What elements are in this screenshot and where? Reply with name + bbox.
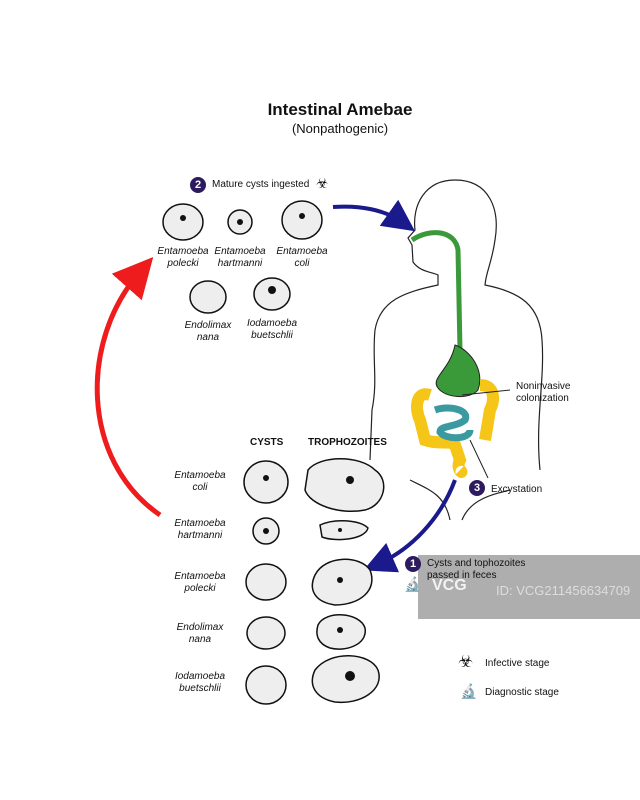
step-3-label: Excystation xyxy=(491,484,543,495)
colon xyxy=(411,379,499,478)
cyst-coli xyxy=(243,460,289,504)
page-subtitle: (Nonpathogenic) xyxy=(291,121,389,136)
step-2-label: Mature cysts ingested xyxy=(212,179,310,190)
cysts-header: CYSTS xyxy=(250,437,284,448)
trophozoites-header: TROPHOZOITES xyxy=(308,437,387,448)
trophozoite-coli xyxy=(304,458,385,512)
stomach xyxy=(435,344,481,397)
cyst-nana-top xyxy=(189,280,227,314)
watermark-brand: VCG xyxy=(432,577,467,594)
cyst-polecki-top xyxy=(162,203,204,241)
legend-infective: Infective stage xyxy=(485,658,550,669)
esophagus xyxy=(410,230,463,351)
trophozoite-polecki xyxy=(311,558,373,606)
cyst-nana xyxy=(246,616,286,650)
microscope-icon: 🔬 xyxy=(404,576,422,592)
watermark: VCG ID: VCG211456634709 xyxy=(418,555,640,619)
step-1-badge: 1 xyxy=(405,556,421,572)
biohazard-icon: ☣ xyxy=(316,175,329,191)
biohazard-icon: ☣ xyxy=(458,652,474,671)
microscope-icon: 🔬 xyxy=(460,683,478,699)
trophozoite-hartmanni xyxy=(319,520,369,541)
human-body-outline xyxy=(369,179,544,521)
arrow-cycle xyxy=(94,256,162,518)
arrow-passed xyxy=(363,479,457,573)
small-intestine xyxy=(433,404,474,442)
step-2-badge: 2 xyxy=(190,177,206,193)
trophozoite-iodamoeba xyxy=(311,655,380,704)
watermark-id: ID: VCG211456634709 xyxy=(496,583,631,598)
page-title: Intestinal Amebae xyxy=(267,100,413,119)
cyst-iodamoeba xyxy=(245,665,287,705)
arrow-ingestion xyxy=(332,199,416,232)
cyst-coli-top xyxy=(281,200,323,240)
legend-diagnostic: Diagnostic stage xyxy=(485,687,559,698)
cyst-polecki xyxy=(245,563,287,601)
step-3-badge: 3 xyxy=(469,480,485,496)
